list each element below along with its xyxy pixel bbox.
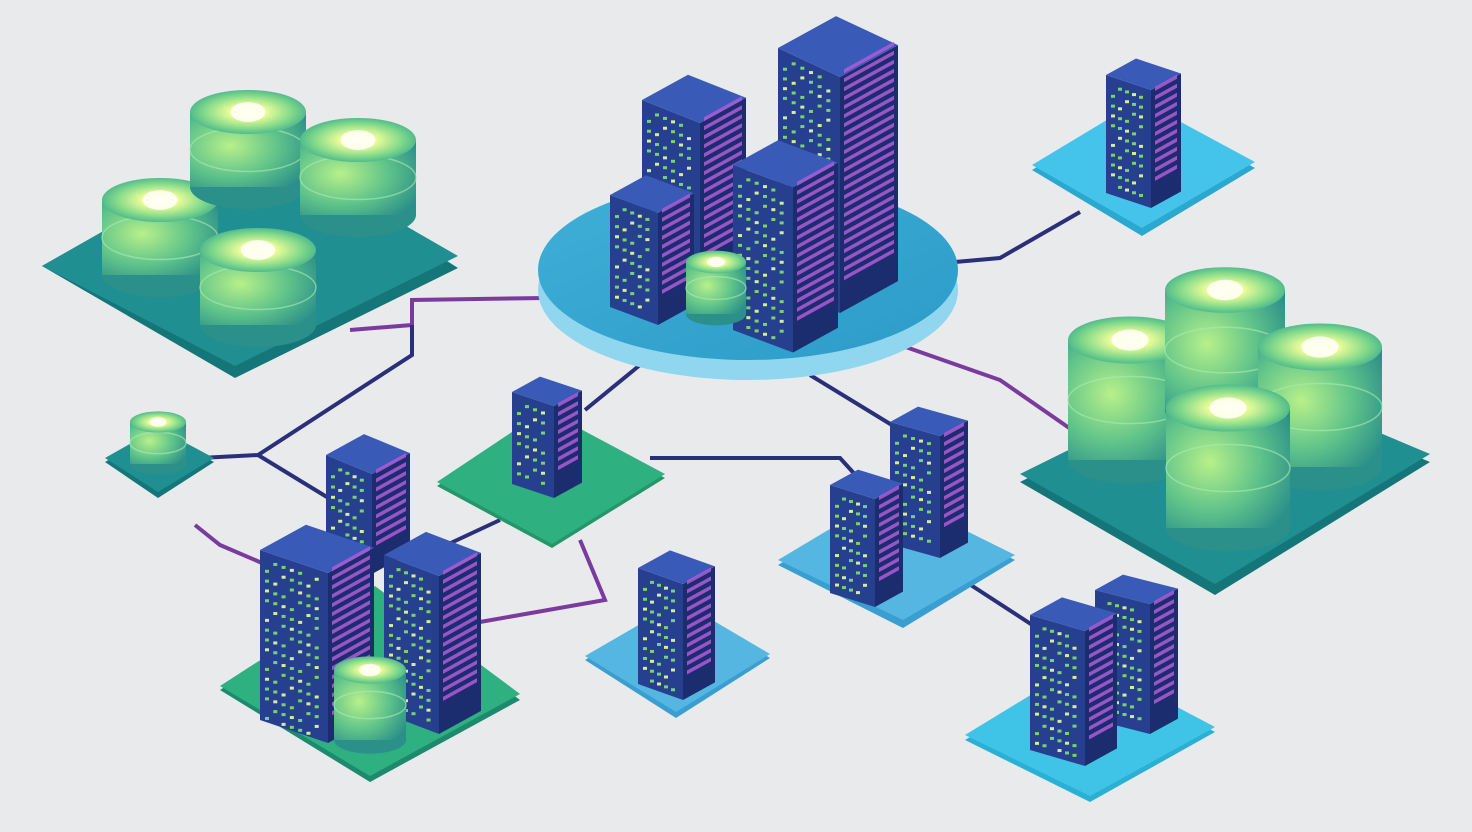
link-hub-centerright	[808, 373, 902, 432]
database-cylinder	[299, 117, 417, 238]
database-cylinder	[199, 227, 317, 348]
server-mid-left	[437, 376, 665, 548]
server-rack	[384, 531, 481, 734]
server-pair-bottom-right	[965, 574, 1215, 802]
link-dbcluster-hub	[349, 296, 546, 332]
server-bottom-center	[585, 550, 770, 718]
server-rack	[1106, 58, 1181, 208]
link-hub-rightcluster	[899, 343, 1077, 434]
link-dbcluster-smalldb	[199, 325, 414, 460]
database-cylinder	[101, 177, 219, 298]
db-small-left	[105, 411, 214, 498]
link-midleft-bottomleft-purple	[479, 539, 608, 624]
link-hub-midleft	[583, 363, 642, 412]
db-cluster-top-left	[42, 89, 458, 378]
server-rack	[1030, 597, 1117, 766]
db-cluster-right	[1020, 267, 1430, 595]
central-hub	[538, 16, 958, 380]
server-top-right	[1032, 58, 1255, 236]
database-cylinder	[333, 656, 407, 754]
database-cylinder	[189, 89, 307, 210]
server-rack	[733, 140, 838, 353]
database-cylinder	[685, 250, 747, 326]
server-cluster-bottom-left	[220, 434, 520, 782]
server-rack	[638, 550, 715, 700]
link-centerright-bottomright	[958, 576, 1042, 632]
database-cylinder	[129, 411, 187, 475]
server-pair-center-right	[778, 406, 1015, 628]
server-rack	[512, 376, 582, 498]
server-rack	[830, 469, 903, 607]
link-midleft-centerright	[650, 456, 862, 482]
link-hub-topright	[954, 210, 1081, 264]
database-cylinder	[1165, 384, 1291, 552]
server-rack	[610, 175, 694, 325]
